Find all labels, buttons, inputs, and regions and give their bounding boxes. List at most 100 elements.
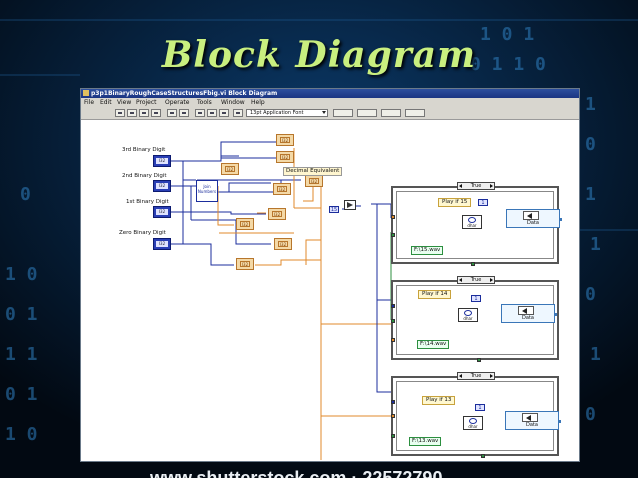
retain-wire-values-icon[interactable] — [179, 109, 189, 117]
resize-objects-dropdown[interactable] — [381, 109, 401, 117]
font-select[interactable]: 13pt Application Font — [246, 109, 328, 117]
play-string-constant[interactable]: Play if 13 — [422, 396, 456, 405]
distribute-objects-dropdown[interactable] — [357, 109, 377, 117]
path-constant[interactable]: F:\14.wav — [417, 340, 450, 349]
compare-node[interactable] — [344, 200, 356, 210]
abort-icon[interactable] — [139, 109, 149, 117]
control-1st-binary-digit[interactable] — [153, 206, 171, 218]
numeric-constant[interactable] — [268, 208, 286, 220]
sound-function-node[interactable]: dhar — [458, 308, 478, 322]
case-selector[interactable]: True — [457, 372, 495, 380]
case-structure-13[interactable]: True Play if 13 1 dhar Data F:\13.wav — [391, 372, 561, 458]
control-label: 3rd Binary Digit — [122, 147, 166, 153]
case-selector[interactable]: True — [457, 276, 495, 284]
numeric-constant[interactable] — [276, 151, 294, 163]
selector-constant[interactable]: 15 — [329, 206, 339, 213]
input-tunnel — [391, 338, 395, 342]
control-label: 1st Binary Digit — [126, 199, 169, 205]
case-structure-14[interactable]: True Play if 14 1 dhar Data F:\14.wav — [391, 276, 559, 362]
numeric-constant[interactable] — [236, 258, 254, 270]
svg-text:0 1: 0 1 — [5, 384, 38, 405]
cluster-label: Data — [526, 422, 538, 428]
run-arrow-icon[interactable] — [115, 109, 125, 117]
svg-text:1 1: 1 1 — [5, 344, 38, 365]
window-titlebar[interactable]: p3p1BinaryRoughCaseStructuresFbig.vi Blo… — [81, 89, 579, 98]
menu-bar: File Edit View Project Operate Tools Win… — [81, 98, 579, 107]
control-2nd-binary-digit[interactable] — [153, 180, 171, 192]
svg-text:1 0: 1 0 — [5, 264, 38, 285]
slide-title: Block Diagram — [161, 34, 477, 76]
menu-file[interactable]: File — [84, 99, 95, 106]
sound-function-node[interactable]: dhar — [463, 416, 483, 430]
control-zero-binary-digit[interactable] — [153, 238, 171, 250]
sound-data-cluster[interactable]: Data — [501, 304, 557, 323]
svg-text:1: 1 — [585, 94, 596, 115]
menu-window[interactable]: Window — [221, 99, 245, 106]
numeric-constant[interactable]: 1 — [478, 199, 488, 206]
svg-text:1: 1 — [585, 184, 596, 205]
control-label: 2nd Binary Digit — [122, 173, 167, 179]
numeric-constant[interactable]: 1 — [471, 295, 481, 302]
numeric-constant[interactable] — [273, 183, 291, 195]
case-selector-value: True — [470, 277, 482, 283]
diagram-canvas[interactable]: 3rd Binary Digit 2nd Binary Digit 1st Bi… — [81, 120, 579, 461]
window-title: p3p1BinaryRoughCaseStructuresFbig.vi Blo… — [91, 90, 278, 97]
output-tunnel — [477, 358, 481, 362]
reorder-dropdown[interactable] — [405, 109, 425, 117]
step-into-icon[interactable] — [195, 109, 205, 117]
run-continuous-icon[interactable] — [127, 109, 137, 117]
join-numbers-node[interactable]: Join Numbers — [196, 180, 218, 202]
chevron-left-icon — [459, 184, 462, 188]
menu-tools[interactable]: Tools — [197, 99, 212, 106]
play-string-constant[interactable]: Play if 14 — [418, 290, 452, 299]
numeric-constant[interactable]: 1 — [475, 404, 485, 411]
clean-diagram-icon[interactable] — [233, 109, 243, 117]
input-tunnel — [391, 414, 395, 418]
sound-data-cluster[interactable]: Data — [505, 411, 561, 430]
svg-text:1 0: 1 0 — [5, 424, 38, 445]
sound-function-node[interactable]: dhar — [462, 215, 482, 229]
svg-text:0: 0 — [585, 284, 596, 305]
play-string-constant[interactable]: Play if 15 — [438, 198, 472, 207]
numeric-constant[interactable] — [221, 163, 239, 175]
menu-operate[interactable]: Operate — [165, 99, 190, 106]
step-over-icon[interactable] — [207, 109, 217, 117]
input-tunnel — [391, 400, 395, 404]
toolbar: 13pt Application Font — [81, 107, 579, 120]
menu-help[interactable]: Help — [251, 99, 265, 106]
numeric-constant[interactable] — [274, 238, 292, 250]
case-selector-value: True — [470, 183, 482, 189]
block-diagram-window[interactable]: p3p1BinaryRoughCaseStructuresFbig.vi Blo… — [80, 88, 580, 462]
menu-view[interactable]: View — [117, 99, 132, 106]
align-objects-dropdown[interactable] — [333, 109, 353, 117]
menu-edit[interactable]: Edit — [100, 99, 112, 106]
svg-text:0: 0 — [20, 184, 31, 205]
case-selector-value: True — [470, 373, 482, 379]
join-numbers-label: Join Numbers — [197, 184, 217, 194]
numeric-constant[interactable] — [305, 175, 323, 187]
case-selector[interactable]: True — [457, 182, 495, 190]
path-constant[interactable]: F:\15.wav — [411, 246, 444, 255]
cluster-label: Data — [527, 220, 539, 226]
numeric-constant[interactable] — [276, 134, 294, 146]
input-tunnel — [391, 215, 395, 219]
font-select-value: 13pt Application Font — [250, 110, 304, 116]
control-label: Zero Binary Digit — [119, 230, 166, 236]
svg-text:0: 0 — [585, 134, 596, 155]
sound-data-cluster[interactable]: Data — [506, 209, 562, 228]
numeric-constant[interactable] — [236, 218, 254, 230]
case-structure-15[interactable]: True Play if 15 1 dhar Data F:\15.wav — [391, 182, 562, 266]
step-out-icon[interactable] — [219, 109, 229, 117]
menu-project[interactable]: Project — [136, 99, 157, 106]
highlight-execution-icon[interactable] — [167, 109, 177, 117]
input-tunnel — [391, 233, 395, 237]
pause-icon[interactable] — [151, 109, 161, 117]
path-constant[interactable]: F:\13.wav — [409, 437, 442, 446]
speaker-icon — [518, 306, 534, 315]
labview-app-icon — [83, 90, 89, 96]
svg-text:1: 1 — [590, 344, 601, 365]
input-tunnel — [391, 319, 395, 323]
control-3rd-binary-digit[interactable] — [153, 155, 171, 167]
chevron-left-icon — [459, 374, 462, 378]
svg-text:0 1: 0 1 — [5, 304, 38, 325]
